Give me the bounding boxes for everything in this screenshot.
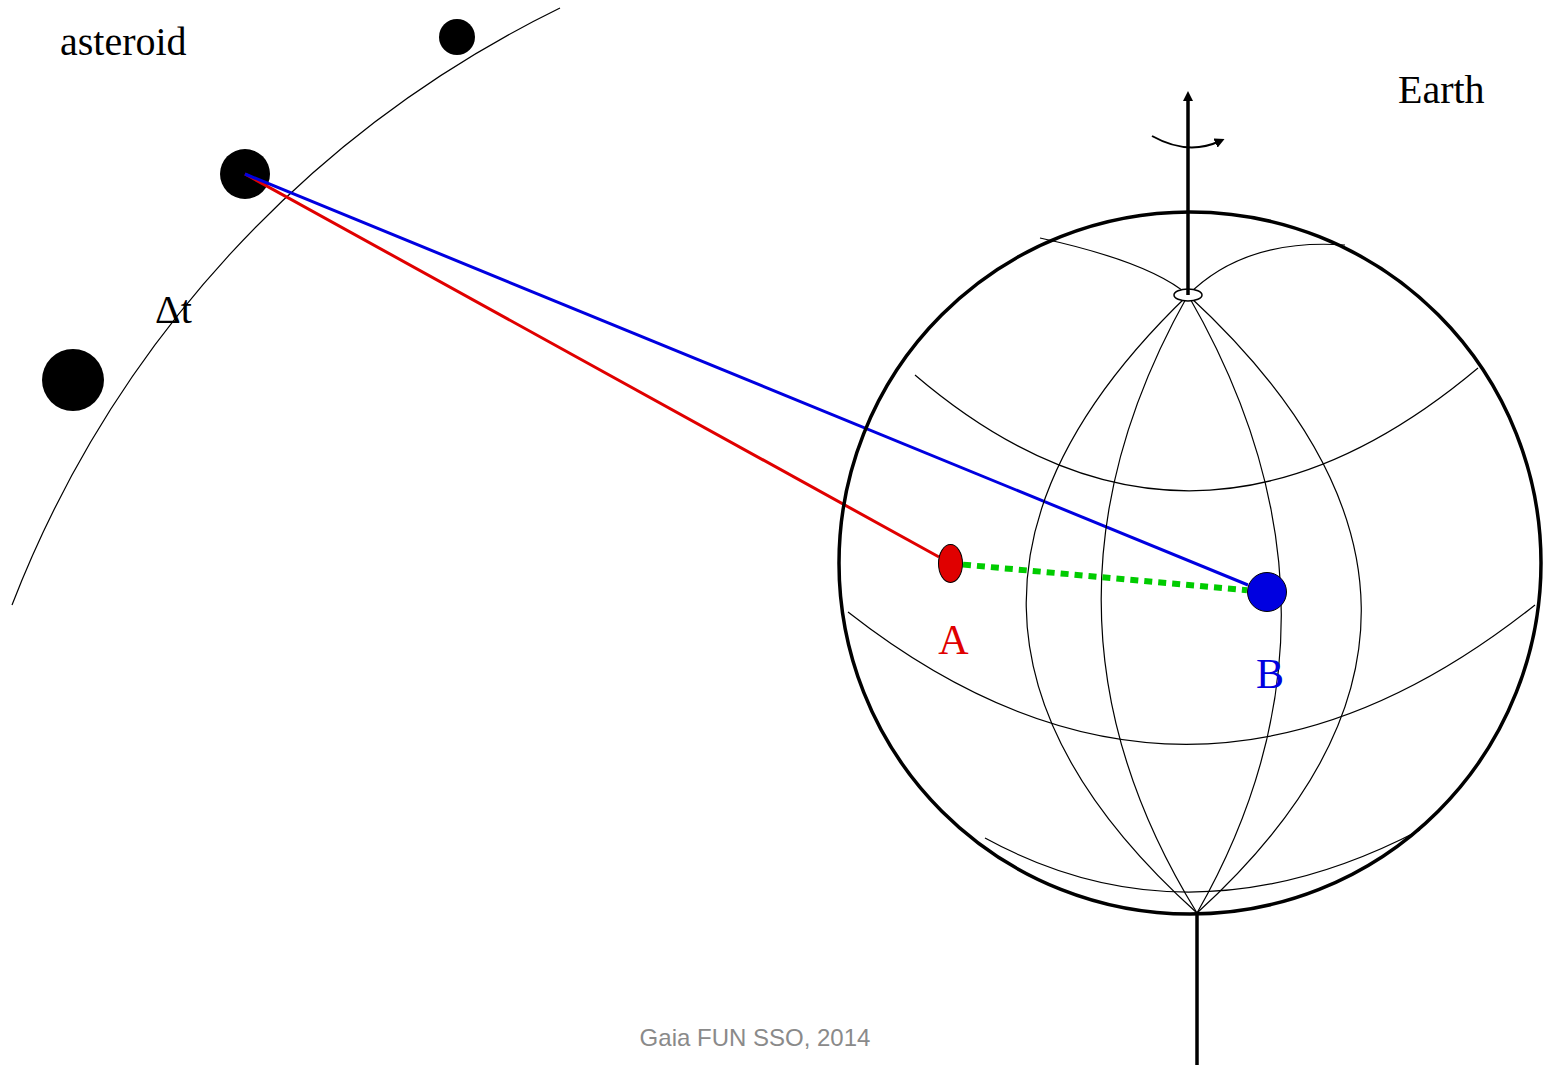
rotation-arrow: [1152, 136, 1220, 147]
asteroid-dot: [439, 19, 475, 55]
rotation-axis: [1195, 913, 1199, 1065]
point-label: B: [1256, 653, 1284, 695]
earth-globe: [839, 212, 1541, 914]
object-label: Earth: [1398, 68, 1485, 112]
sight-line-blue: [245, 174, 1248, 585]
watermark: Gaia FUN SSO, 2014: [640, 1025, 871, 1051]
baseline-connector: [963, 565, 1247, 591]
interval-label: Δt: [155, 288, 192, 332]
sight-line-red: [245, 174, 939, 557]
rotation-axis: [1186, 96, 1190, 295]
observer-a: A: [938, 544, 963, 583]
asteroid-dot: [42, 349, 104, 411]
point-label: A: [938, 619, 968, 661]
observer-b: B: [1247, 572, 1287, 612]
object-label: asteroid: [60, 20, 187, 64]
orbit-arc: [12, 8, 560, 605]
